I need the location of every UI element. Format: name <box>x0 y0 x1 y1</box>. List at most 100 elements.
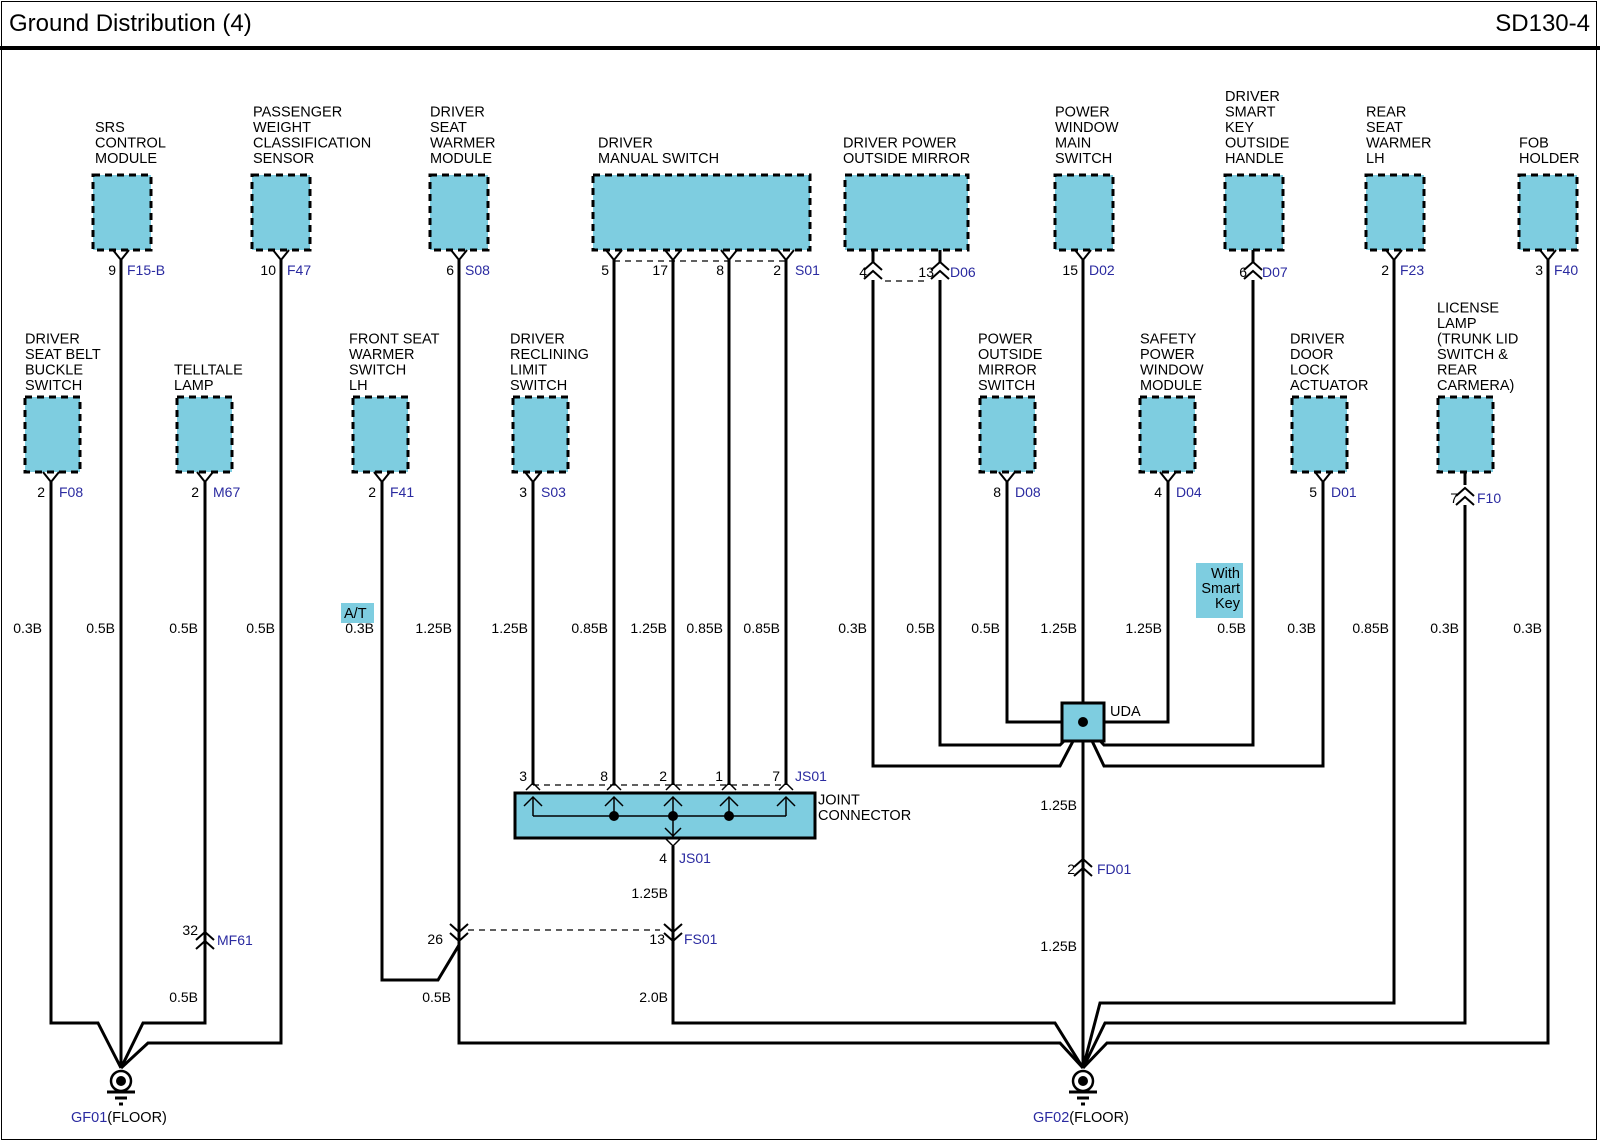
wire-size: 0.5B <box>1217 620 1246 636</box>
component-fswslh-box <box>351 395 410 474</box>
component-drls-label: DRIVER <box>510 332 565 348</box>
connector-id: S03 <box>541 484 566 500</box>
page-id: SD130-4 <box>1495 10 1590 37</box>
component-poms-label: MIRROR <box>978 363 1037 379</box>
connector-chevron-icon <box>1243 260 1263 271</box>
wire-size: 0.3B <box>345 620 374 636</box>
component-ddla-label: DOOR <box>1290 347 1334 363</box>
wire <box>1081 260 1550 1070</box>
pin-number: 7 <box>1450 490 1458 506</box>
component-srs-box <box>91 173 153 252</box>
connector-id: F40 <box>1554 262 1578 278</box>
component-pwcs-label: WEIGHT <box>253 120 311 136</box>
component-rswlh-label: SEAT <box>1366 120 1403 136</box>
component-spwm-label: SAFETY <box>1140 332 1197 348</box>
component-pwcs-label: CLASSIFICATION <box>253 136 371 152</box>
joint-terminal-icon <box>665 781 681 791</box>
connector-chevron-icon <box>1243 269 1263 280</box>
connector-chevron-icon <box>1455 495 1475 506</box>
pin-number: 5 <box>601 262 609 278</box>
component-dsbbs-box <box>23 395 82 474</box>
pin-number: 3 <box>519 768 527 784</box>
connector-id: JS01 <box>795 768 827 784</box>
pin-number: 9 <box>108 262 116 278</box>
component-pwms-box <box>1053 173 1115 252</box>
wire <box>457 260 1085 1070</box>
pin-number: 8 <box>716 262 724 278</box>
component-ddla-label: ACTUATOR <box>1290 378 1368 394</box>
pin-number: 2 <box>37 484 45 500</box>
component-srs-label: MODULE <box>95 151 157 167</box>
component-tl-label: LAMP <box>174 378 214 394</box>
connector-chevron-icon <box>449 932 469 943</box>
terminal-icon <box>1159 471 1177 484</box>
joint-terminal-icon <box>721 781 737 791</box>
component-fob-label: FOB <box>1519 136 1549 152</box>
wire <box>1005 482 1083 724</box>
joint-terminal-icon <box>664 837 682 848</box>
component-pwms-label: SWITCH <box>1055 151 1112 167</box>
component-dswm-label: WARMER <box>430 136 496 152</box>
component-dswm-box <box>428 173 490 252</box>
connector-id: F10 <box>1477 490 1501 506</box>
wire-size: 2.0B <box>639 989 668 1005</box>
component-srs-label: SRS <box>95 120 125 136</box>
component-dswm-label: SEAT <box>430 120 467 136</box>
component-dskoh-label: SMART <box>1225 105 1276 121</box>
component-pwms-label: MAIN <box>1055 136 1091 152</box>
pin-number: 6 <box>1239 264 1247 280</box>
connector-chevron-icon <box>1073 857 1093 868</box>
connector-chevron-icon <box>1455 486 1475 497</box>
component-ll-label: SWITCH & <box>1437 347 1508 363</box>
gf01-ground-icon <box>116 1076 126 1086</box>
pin-number: 2 <box>191 484 199 500</box>
wire <box>1083 482 1170 724</box>
component-dskoh-box <box>1223 173 1285 252</box>
component-ll-box <box>1436 395 1495 474</box>
component-dskoh-label: KEY <box>1225 120 1254 136</box>
wire-size: 0.5B <box>906 620 935 636</box>
pin-number: 15 <box>1062 262 1078 278</box>
component-fswslh-label: LH <box>349 378 368 394</box>
gf02-ground-icon <box>1078 1076 1088 1086</box>
wire-size: 0.5B <box>169 620 198 636</box>
component-fswslh-label: FRONT SEAT <box>349 332 440 348</box>
connector-id: FS01 <box>684 931 718 947</box>
connector-id: S01 <box>795 262 820 278</box>
joint-connector-label: JOINT <box>818 793 860 809</box>
connector-chevron-icon <box>930 260 950 271</box>
connector-id: D04 <box>1176 484 1202 500</box>
component-drls-label: SWITCH <box>510 378 567 394</box>
connector-chevron-icon <box>195 930 215 941</box>
wire-size: 0.5B <box>169 989 198 1005</box>
ground-label: GF02(FLOOR) <box>1033 1110 1129 1126</box>
wire-size: 1.25B <box>491 620 528 636</box>
component-tl-label: TELLTALE <box>174 363 243 379</box>
component-pwms-label: POWER <box>1055 105 1110 121</box>
pin-number: 5 <box>1309 484 1317 500</box>
note-smart-key <box>1196 563 1243 618</box>
component-ll-label: REAR <box>1437 363 1477 379</box>
page-title: Ground Distribution (4) <box>9 10 252 37</box>
component-spwm-label: MODULE <box>1140 378 1202 394</box>
pin-number: 2 <box>368 484 376 500</box>
component-drls-label: RECLINING <box>510 347 589 363</box>
pin-number: 13 <box>649 931 665 947</box>
pin-number: 2 <box>659 768 667 784</box>
connector-id: D06 <box>950 264 976 280</box>
pin-number: 3 <box>519 484 527 500</box>
wire-size: 0.3B <box>1513 620 1542 636</box>
terminal-icon <box>1074 249 1092 262</box>
component-fob-label: HOLDER <box>1519 151 1579 167</box>
component-ll-label: LICENSE <box>1437 301 1499 317</box>
connector-id: F15-B <box>127 262 165 278</box>
wire-size: 1.25B <box>630 620 667 636</box>
terminal-icon <box>1314 471 1332 484</box>
component-dswm-label: MODULE <box>430 151 492 167</box>
note-at-text: A/T <box>344 606 367 622</box>
connector-chevron-icon <box>449 923 469 934</box>
component-poms-box <box>978 395 1037 474</box>
terminal-icon <box>42 471 60 484</box>
component-dskoh-label: HANDLE <box>1225 151 1284 167</box>
